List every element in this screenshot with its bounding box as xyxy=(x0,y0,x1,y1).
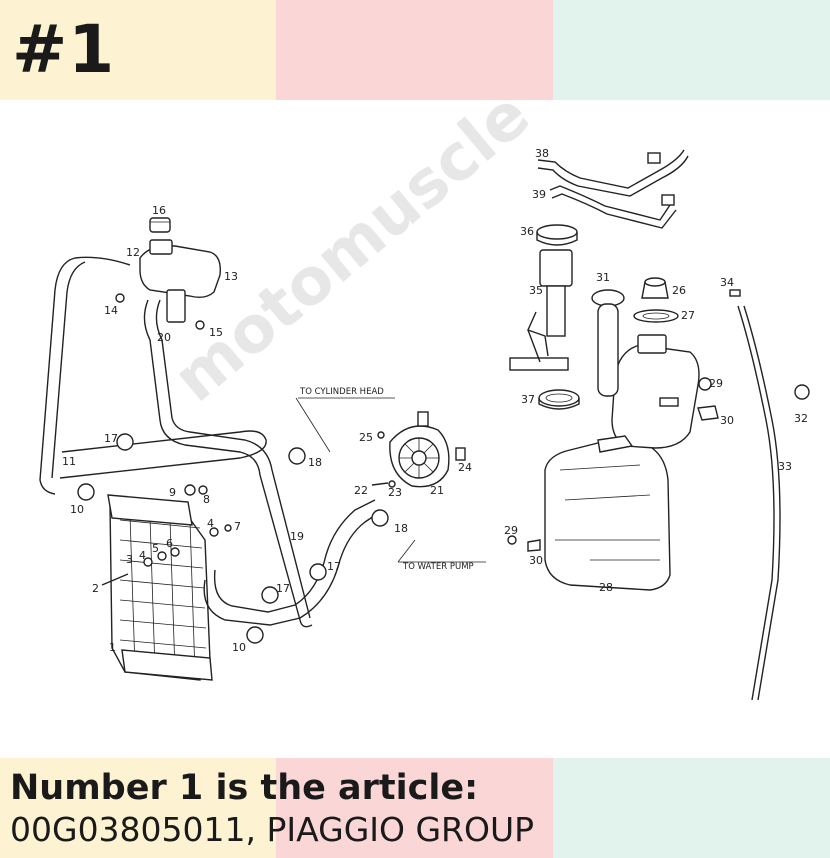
callout-numbers: 1 2 3 4 5 6 4 7 8 9 10 10 11 12 13 14 15… xyxy=(62,147,808,654)
callout-9: 9 xyxy=(169,486,176,499)
callout-17a: 17 xyxy=(104,432,118,445)
callout-4: 4 xyxy=(139,549,146,562)
hose-19-part[interactable] xyxy=(203,499,381,626)
callout-10a: 10 xyxy=(70,503,84,516)
callout-29b: 29 xyxy=(504,524,518,537)
band-pink-block xyxy=(276,0,553,100)
callout-8: 8 xyxy=(203,493,210,506)
callout-38: 38 xyxy=(535,147,549,160)
annotation-to-cylinder-head: TO CYLINDER HEAD xyxy=(299,387,384,397)
fuel-sender-31-part[interactable] xyxy=(591,289,625,397)
callout-33: 33 xyxy=(778,460,792,473)
callout-19: 19 xyxy=(290,530,304,543)
callout-28: 28 xyxy=(599,581,613,594)
hose-clamps[interactable] xyxy=(77,433,389,644)
band-yellow-block xyxy=(0,0,276,100)
band-mint-block xyxy=(553,0,830,100)
expansion-tank-part[interactable] xyxy=(139,239,221,323)
callout-11: 11 xyxy=(62,455,76,468)
gasket-37-part[interactable] xyxy=(538,389,580,410)
top-color-band xyxy=(0,0,830,100)
callout-2: 2 xyxy=(92,582,99,595)
item-number-badge: #1 xyxy=(12,11,116,88)
callout-39: 39 xyxy=(532,188,546,201)
vent-hose-33-part[interactable] xyxy=(729,289,781,701)
band-mint-block xyxy=(553,758,830,858)
callout-1: 1 xyxy=(109,641,116,654)
tank-clamps-brackets[interactable] xyxy=(507,377,810,552)
callout-5: 5 xyxy=(152,542,159,555)
annotation-to-water-pump: TO WATER PUMP xyxy=(402,562,474,572)
callout-35: 35 xyxy=(529,284,543,297)
cooling-fan-part[interactable] xyxy=(371,411,466,488)
callout-12: 12 xyxy=(126,246,140,259)
callout-34: 34 xyxy=(720,276,734,289)
callout-4b: 4 xyxy=(207,517,214,530)
fuel-tank-part[interactable] xyxy=(544,334,700,591)
callout-30b: 30 xyxy=(529,554,543,567)
filler-cap-26-part[interactable] xyxy=(641,277,669,299)
caption-heading: Number 1 is the article: xyxy=(10,768,479,808)
callout-16: 16 xyxy=(152,204,166,217)
tank-cap-16-part[interactable] xyxy=(149,217,171,233)
band-yellow-block xyxy=(0,758,276,858)
callout-27: 27 xyxy=(681,309,695,322)
callout-23: 23 xyxy=(388,486,402,499)
callout-17c: 17 xyxy=(327,560,341,573)
ring-nut-36-part[interactable] xyxy=(536,224,578,246)
annotation-leaders xyxy=(295,397,486,563)
callout-6: 6 xyxy=(166,537,173,550)
radiator-part[interactable] xyxy=(107,494,213,681)
callout-10b: 10 xyxy=(232,641,246,654)
callout-25: 25 xyxy=(359,431,373,444)
callout-22: 22 xyxy=(354,484,368,497)
callout-36: 36 xyxy=(520,225,534,238)
bottom-color-band xyxy=(0,758,830,858)
callout-17b: 17 xyxy=(276,582,290,595)
callout-31: 31 xyxy=(596,271,610,284)
callout-20: 20 xyxy=(157,331,171,344)
hose-20-part[interactable] xyxy=(143,299,313,628)
hose-11-part[interactable] xyxy=(39,256,267,495)
callout-29a: 29 xyxy=(709,377,723,390)
callout-24: 24 xyxy=(458,461,472,474)
callout-14: 14 xyxy=(104,304,118,317)
exploded-parts-diagram: 1 2 3 4 5 6 4 7 8 9 10 10 11 12 13 14 15… xyxy=(39,147,810,701)
fuel-lines-38-39-part[interactable] xyxy=(537,149,689,229)
callout-26: 26 xyxy=(672,284,686,297)
callout-13: 13 xyxy=(224,270,238,283)
fuel-pump-35-part[interactable] xyxy=(509,249,573,371)
callout-32: 32 xyxy=(794,412,808,425)
callout-7: 7 xyxy=(234,520,241,533)
small-fittings[interactable] xyxy=(101,293,232,586)
callout-15: 15 xyxy=(209,326,223,339)
caption-article-number: 00G03805011, PIAGGIO GROUP xyxy=(10,810,535,849)
callout-37: 37 xyxy=(521,393,535,406)
callout-18b: 18 xyxy=(394,522,408,535)
callout-3: 3 xyxy=(126,553,133,566)
callout-21: 21 xyxy=(430,484,444,497)
band-pink-block xyxy=(276,758,553,858)
callout-30a: 30 xyxy=(720,414,734,427)
callout-18a: 18 xyxy=(308,456,322,469)
gasket-27-part[interactable] xyxy=(633,309,679,323)
